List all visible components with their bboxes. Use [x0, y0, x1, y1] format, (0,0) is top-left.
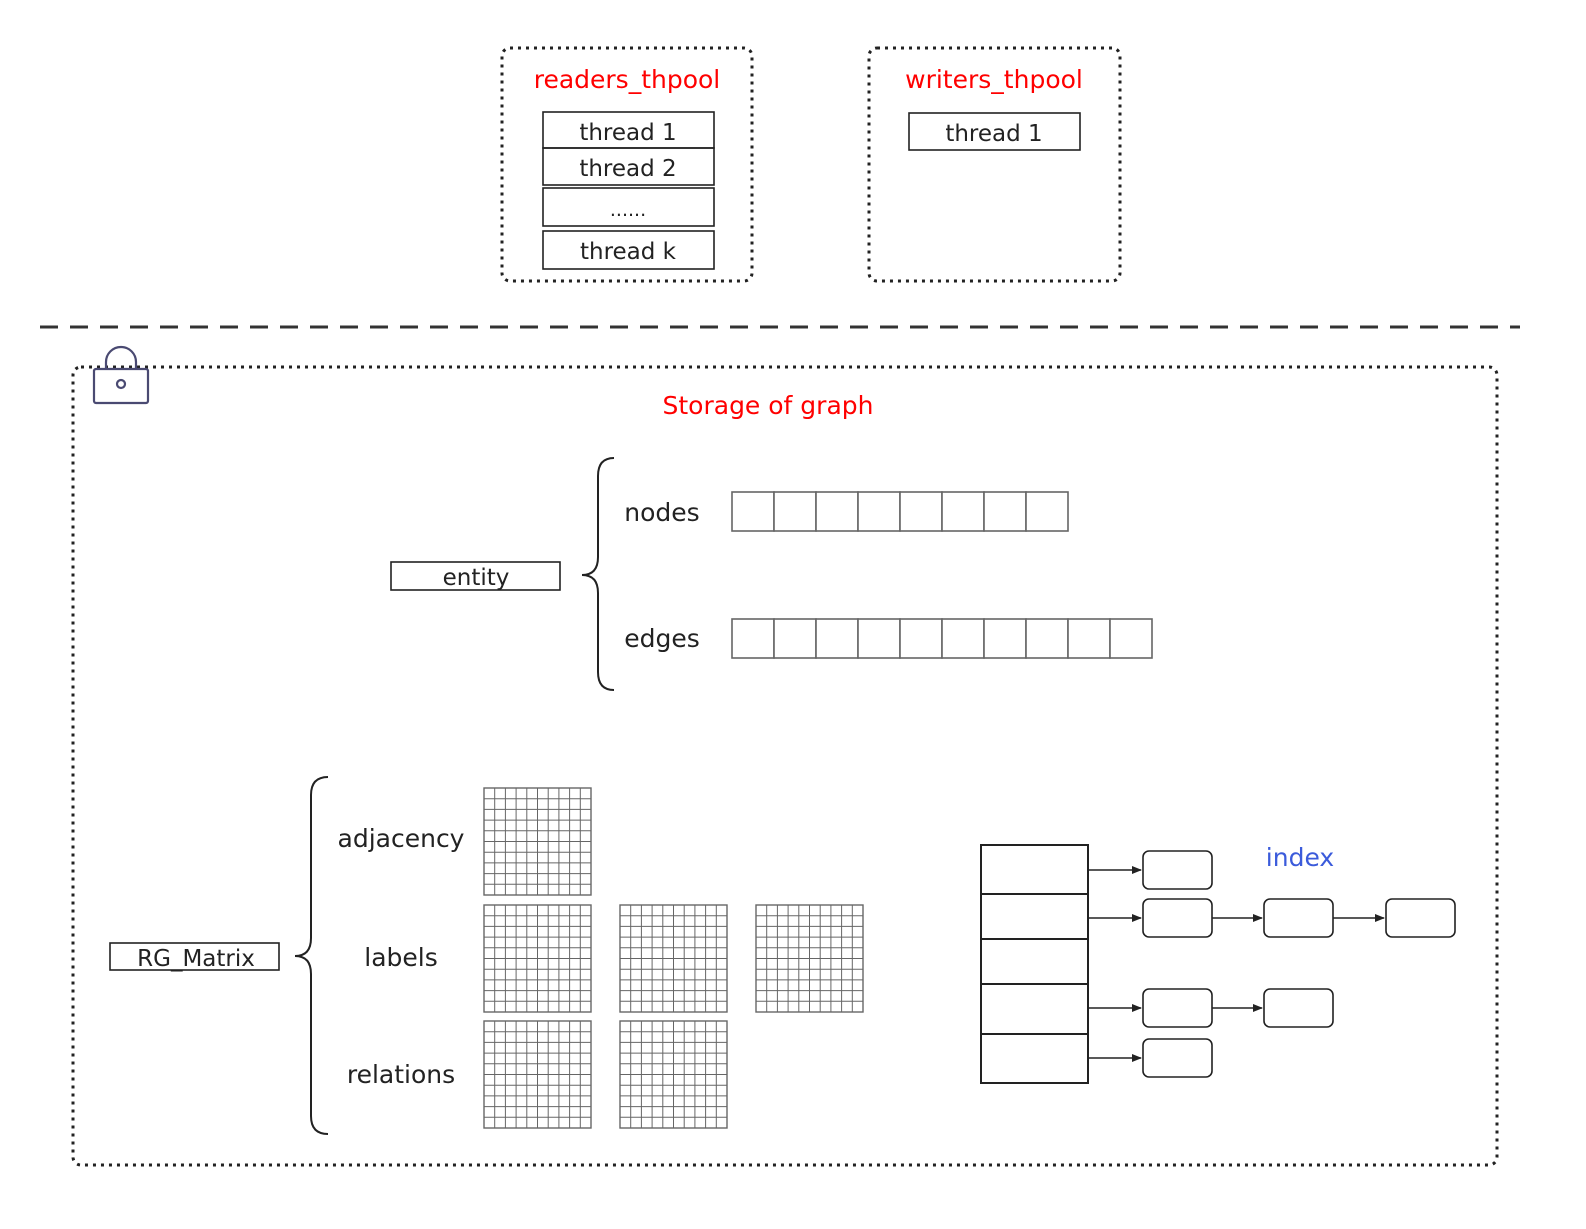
matrix-grid: [755, 904, 864, 1013]
edges-array-cell: [731, 618, 775, 659]
index-hash-table: [980, 844, 1456, 1084]
nodes-array-cell: [857, 491, 901, 532]
rg-matrix-brace: [294, 776, 329, 1135]
edges-array-cell: [983, 618, 1027, 659]
matrix-grid: [483, 904, 592, 1013]
readers-thpool-frame: [500, 46, 754, 283]
writers-thpool-title: writers_thpool: [905, 65, 1083, 94]
nodes-array-cell: [815, 491, 859, 532]
adjacency-label: adjacency: [338, 824, 465, 853]
rg-matrix-box: [109, 942, 280, 971]
reader-thread-label: thread 2: [579, 156, 676, 182]
matrix-grid: [483, 787, 592, 896]
reader-thread-label: ......: [610, 199, 646, 221]
index-label: index: [1266, 843, 1334, 872]
writers-thpool: writers_thpool thread 1: [867, 46, 1122, 283]
lock-icon: [92, 345, 150, 405]
index-group: index: [980, 843, 1456, 1084]
edges-array-cell: [1067, 618, 1111, 659]
labels-label: labels: [364, 943, 438, 972]
writers-thpool-frame: [867, 46, 1122, 283]
index-chain-node: [1142, 898, 1213, 938]
index-chain-node: [1263, 898, 1334, 938]
storage-of-graph: Storage of graph entity nodes edges RG_M…: [71, 345, 1499, 1167]
edges-array: [731, 618, 1153, 659]
nodes-label: nodes: [624, 498, 699, 527]
reader-thread-box: [542, 230, 715, 270]
nodes-array-cell: [983, 491, 1027, 532]
edges-array-cell: [941, 618, 985, 659]
storage-frame: [71, 365, 1499, 1167]
readers-thpool: readers_thpool thread 1 thread 2 ...... …: [500, 46, 754, 283]
entity-box: [390, 561, 561, 591]
nodes-array-cell: [773, 491, 817, 532]
nodes-array-cell: [1025, 491, 1069, 532]
reader-thread-label: thread k: [580, 239, 677, 265]
nodes-array-cell: [731, 491, 775, 532]
index-table-border: [980, 844, 1089, 1084]
nodes-array-cell: [941, 491, 985, 532]
writer-thread-box: [908, 112, 1081, 151]
edges-array-cell: [899, 618, 943, 659]
index-chain-node: [1263, 988, 1334, 1028]
matrix-grid: [619, 904, 728, 1013]
entity-brace: [581, 457, 615, 691]
matrix-grid: [619, 1020, 728, 1129]
index-chain-node: [1142, 850, 1213, 890]
reader-thread-box: [542, 187, 715, 227]
nodes-array-cell: [899, 491, 943, 532]
matrix-grids: [483, 787, 864, 1129]
nodes-array: [731, 491, 1069, 532]
edges-array-cell: [815, 618, 859, 659]
reader-thread-label: thread 1: [579, 120, 676, 146]
reader-thread-box: [542, 147, 715, 186]
edges-array-cell: [857, 618, 901, 659]
edges-array-cell: [1109, 618, 1153, 659]
edges-array-cell: [773, 618, 817, 659]
entity-group: entity nodes edges: [390, 457, 1153, 691]
matrix-grid: [483, 1020, 592, 1129]
edges-array-cell: [1025, 618, 1069, 659]
index-chain-node: [1385, 898, 1456, 938]
writer-thread-label: thread 1: [945, 121, 1042, 147]
rg-matrix-label: RG_Matrix: [137, 946, 255, 972]
relations-label: relations: [347, 1060, 455, 1089]
rg-matrix-group: RG_Matrix adjacency labels relations: [109, 776, 864, 1135]
entity-label: entity: [443, 565, 510, 591]
edges-label: edges: [624, 624, 700, 653]
index-chain-node: [1142, 988, 1213, 1028]
readers-thpool-title: readers_thpool: [534, 65, 721, 94]
index-chain-node: [1142, 1038, 1213, 1078]
storage-title: Storage of graph: [663, 391, 874, 420]
